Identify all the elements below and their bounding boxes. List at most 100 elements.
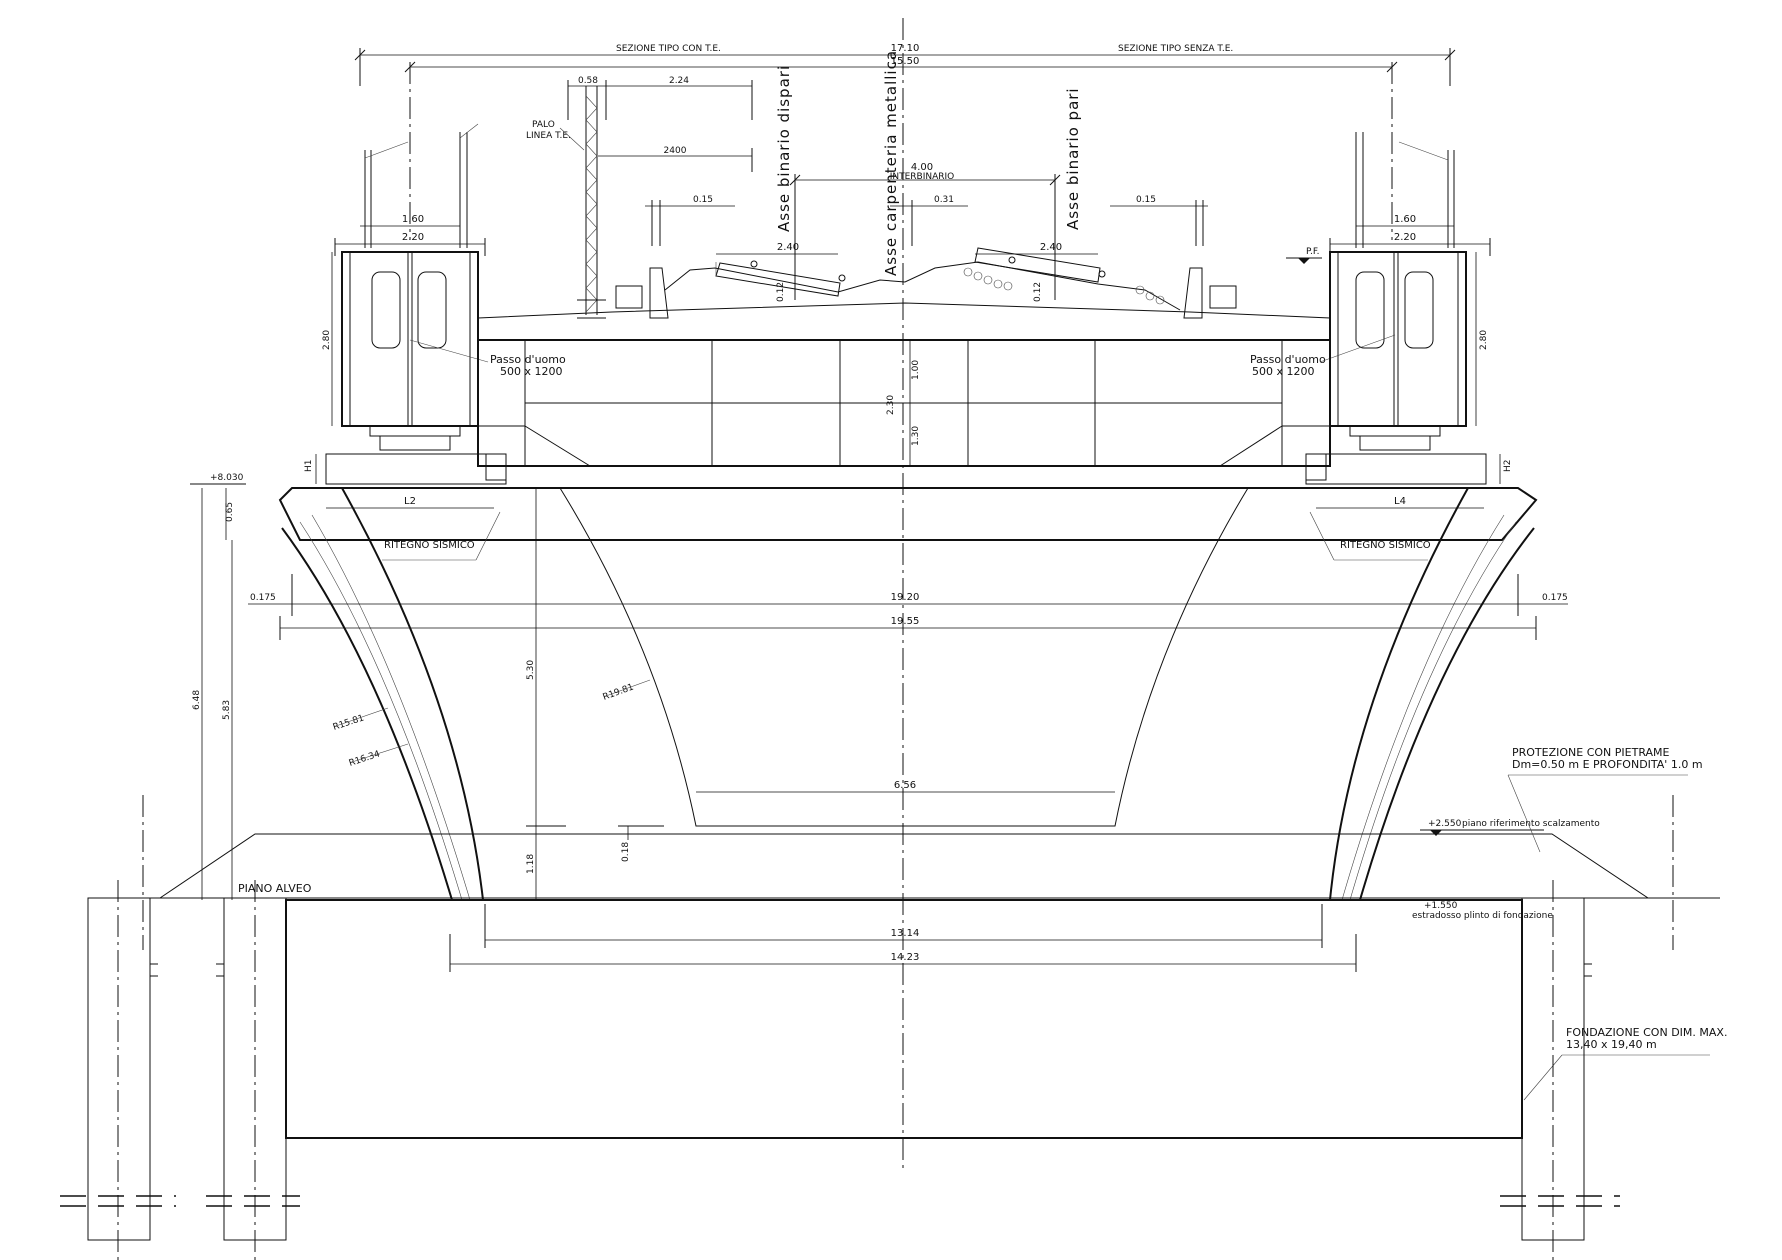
label-estradosso: estradosso plinto di fondazione	[1412, 911, 1553, 921]
label-2550: +2.550	[1428, 819, 1462, 829]
label-protezione-1: PROTEZIONE CON PIETRAME	[1512, 746, 1670, 759]
ballast-stones	[963, 267, 1165, 305]
label-018: 0.18	[621, 842, 631, 862]
label-h1: H1	[304, 460, 314, 473]
interbinario-dimension: 4.00 INTERBINARIO	[789, 162, 1061, 300]
label-asse-dispari: Asse binario dispari	[775, 65, 793, 232]
label-asse-pari: Asse binario pari	[1064, 87, 1082, 230]
label-passo-left-1: Passo d'uomo	[490, 353, 566, 366]
elevation-2550: +2.550 piano riferimento scalzamento	[1420, 819, 1600, 836]
label-065: 0.65	[225, 502, 235, 522]
bearings-left	[325, 425, 507, 485]
label-160-right: 1.60	[1394, 214, 1416, 225]
label-224: 2.24	[669, 76, 689, 86]
fondazione-callout: FONDAZIONE CON DIM. MAX. 13,40 x 19,40 m	[1523, 1026, 1727, 1101]
column-dims-right: 1.60 2.20	[1329, 214, 1491, 256]
label-passo-right-2: 500 x 1200	[1252, 365, 1315, 378]
pole-dimensions: 0.58 2.24 2400	[567, 76, 753, 172]
label-012-right: 0.12	[1033, 282, 1043, 302]
elevation-1550: +1.550 estradosso plinto di fondazione	[1412, 899, 1553, 921]
label-1955: 19.55	[891, 616, 920, 627]
label-118: 1.18	[526, 854, 536, 874]
label-160-left: 1.60	[402, 214, 424, 225]
label-583: 5.83	[222, 700, 232, 720]
dim-656: 6.56	[696, 780, 1115, 793]
piles-right	[1500, 880, 1620, 1260]
label-passo-right-1: Passo d'uomo	[1250, 353, 1326, 366]
top-dimension-1710: SEZIONE TIPO CON T.E. 17.10 SEZIONE TIPO…	[354, 43, 1456, 86]
label-2400: 2400	[664, 146, 687, 156]
label-fondazione-1: FONDAZIONE CON DIM. MAX.	[1566, 1026, 1727, 1039]
label-piano-alveo: PIANO ALVEO	[238, 882, 312, 895]
right-railing	[1355, 132, 1455, 248]
dims-19: 19.20 19.55 0.175 0.175	[248, 574, 1568, 640]
ballast-outline	[664, 261, 1181, 311]
label-031: 0.31	[934, 195, 954, 205]
label-130: 1.30	[911, 426, 921, 446]
left-railing	[364, 123, 479, 248]
label-280-left: 2.80	[322, 330, 332, 350]
label-1423: 14.23	[891, 952, 920, 963]
steel-girder: 1.00 2.30 1.30	[477, 339, 1331, 467]
track-left: 2.40 0.12	[715, 242, 846, 302]
curb-left	[649, 267, 669, 319]
label-r1581: R15.81	[332, 713, 366, 732]
vertical-dims-left: 6.48 5.83 5.30 1.18 0.18	[192, 488, 664, 900]
label-sezione-senza: SEZIONE TIPO SENZA T.E.	[1118, 44, 1233, 54]
cable-box-right	[1209, 285, 1237, 309]
column-dims-left: 1.60 2.20	[334, 214, 486, 256]
label-656: 6.56	[894, 780, 916, 791]
label-220-right: 2.20	[1394, 232, 1416, 243]
label-interbinario-val: 4.00	[911, 162, 933, 173]
label-ritegno-right: RITEGNO SISMICO	[1340, 540, 1431, 551]
curb-right	[1183, 267, 1203, 319]
label-220-left: 2.20	[402, 232, 424, 243]
label-648: 6.48	[192, 690, 202, 710]
label-530: 5.30	[526, 660, 536, 680]
label-l2: L2	[404, 496, 416, 507]
te-pole: PALO LINEA T.E.	[526, 86, 606, 319]
label-058: 0.58	[578, 76, 598, 86]
label-top-total: 17.10	[891, 43, 920, 54]
label-passo-left-2: 500 x 1200	[500, 365, 563, 378]
label-1550: +1.550	[1424, 901, 1458, 911]
label-piano-rif: piano riferimento scalzamento	[1462, 819, 1600, 829]
left-box-column: 2.80	[322, 251, 479, 427]
label-240-left: 2.40	[777, 242, 799, 253]
dims-foundation: 13.14 14.23	[449, 904, 1357, 972]
right-box-column: 2.80	[1329, 251, 1489, 427]
dims-l2-l4: L2 L4	[326, 496, 1484, 509]
pier-inner-arch	[559, 487, 1249, 827]
track-right: 2.40 0.12	[974, 242, 1106, 302]
radius-labels: R19.81 R15.81 R16.34	[332, 679, 651, 769]
label-ritegno-left: RITEGNO SISMICO	[384, 540, 475, 551]
small-dims-row: 0.15 0.31 0.15	[645, 195, 1208, 246]
label-elev-top: +8.030	[210, 473, 244, 483]
label-1920: 19.20	[891, 592, 920, 603]
pf-marker: P.F.	[1286, 247, 1322, 264]
label-240-right: 2.40	[1040, 242, 1062, 253]
label-h2: H2	[1503, 460, 1513, 473]
label-palo: PALO	[532, 120, 555, 130]
label-fondazione-2: 13,40 x 19,40 m	[1566, 1038, 1657, 1051]
label-asse-carpenteria: Asse carpenteria metallica	[882, 50, 900, 276]
cable-box-left	[615, 285, 643, 309]
label-100: 1.00	[911, 360, 921, 380]
elevation-top: +8.030 0.65	[190, 473, 246, 540]
label-015-left: 0.15	[693, 195, 713, 205]
label-r1634: R16.34	[348, 749, 382, 768]
label-interbinario: INTERBINARIO	[890, 172, 955, 182]
ritegno-labels: RITEGNO SISMICO RITEGNO SISMICO	[382, 511, 1431, 561]
label-012-left: 0.12	[776, 282, 786, 302]
label-1314: 13.14	[891, 928, 920, 939]
pier-cap	[278, 487, 1538, 541]
protezione-callout: PROTEZIONE CON PIETRAME Dm=0.50 m E PROF…	[1507, 746, 1703, 853]
label-linea-te: LINEA T.E.	[526, 131, 571, 141]
riprap	[158, 833, 1650, 899]
label-280-right: 2.80	[1479, 330, 1489, 350]
top-dimension-1550: 15.50	[404, 56, 1398, 73]
label-r1981: R19.81	[602, 682, 636, 702]
label-0175-left: 0.175	[250, 593, 276, 603]
label-top-inner: 15.50	[891, 56, 920, 67]
